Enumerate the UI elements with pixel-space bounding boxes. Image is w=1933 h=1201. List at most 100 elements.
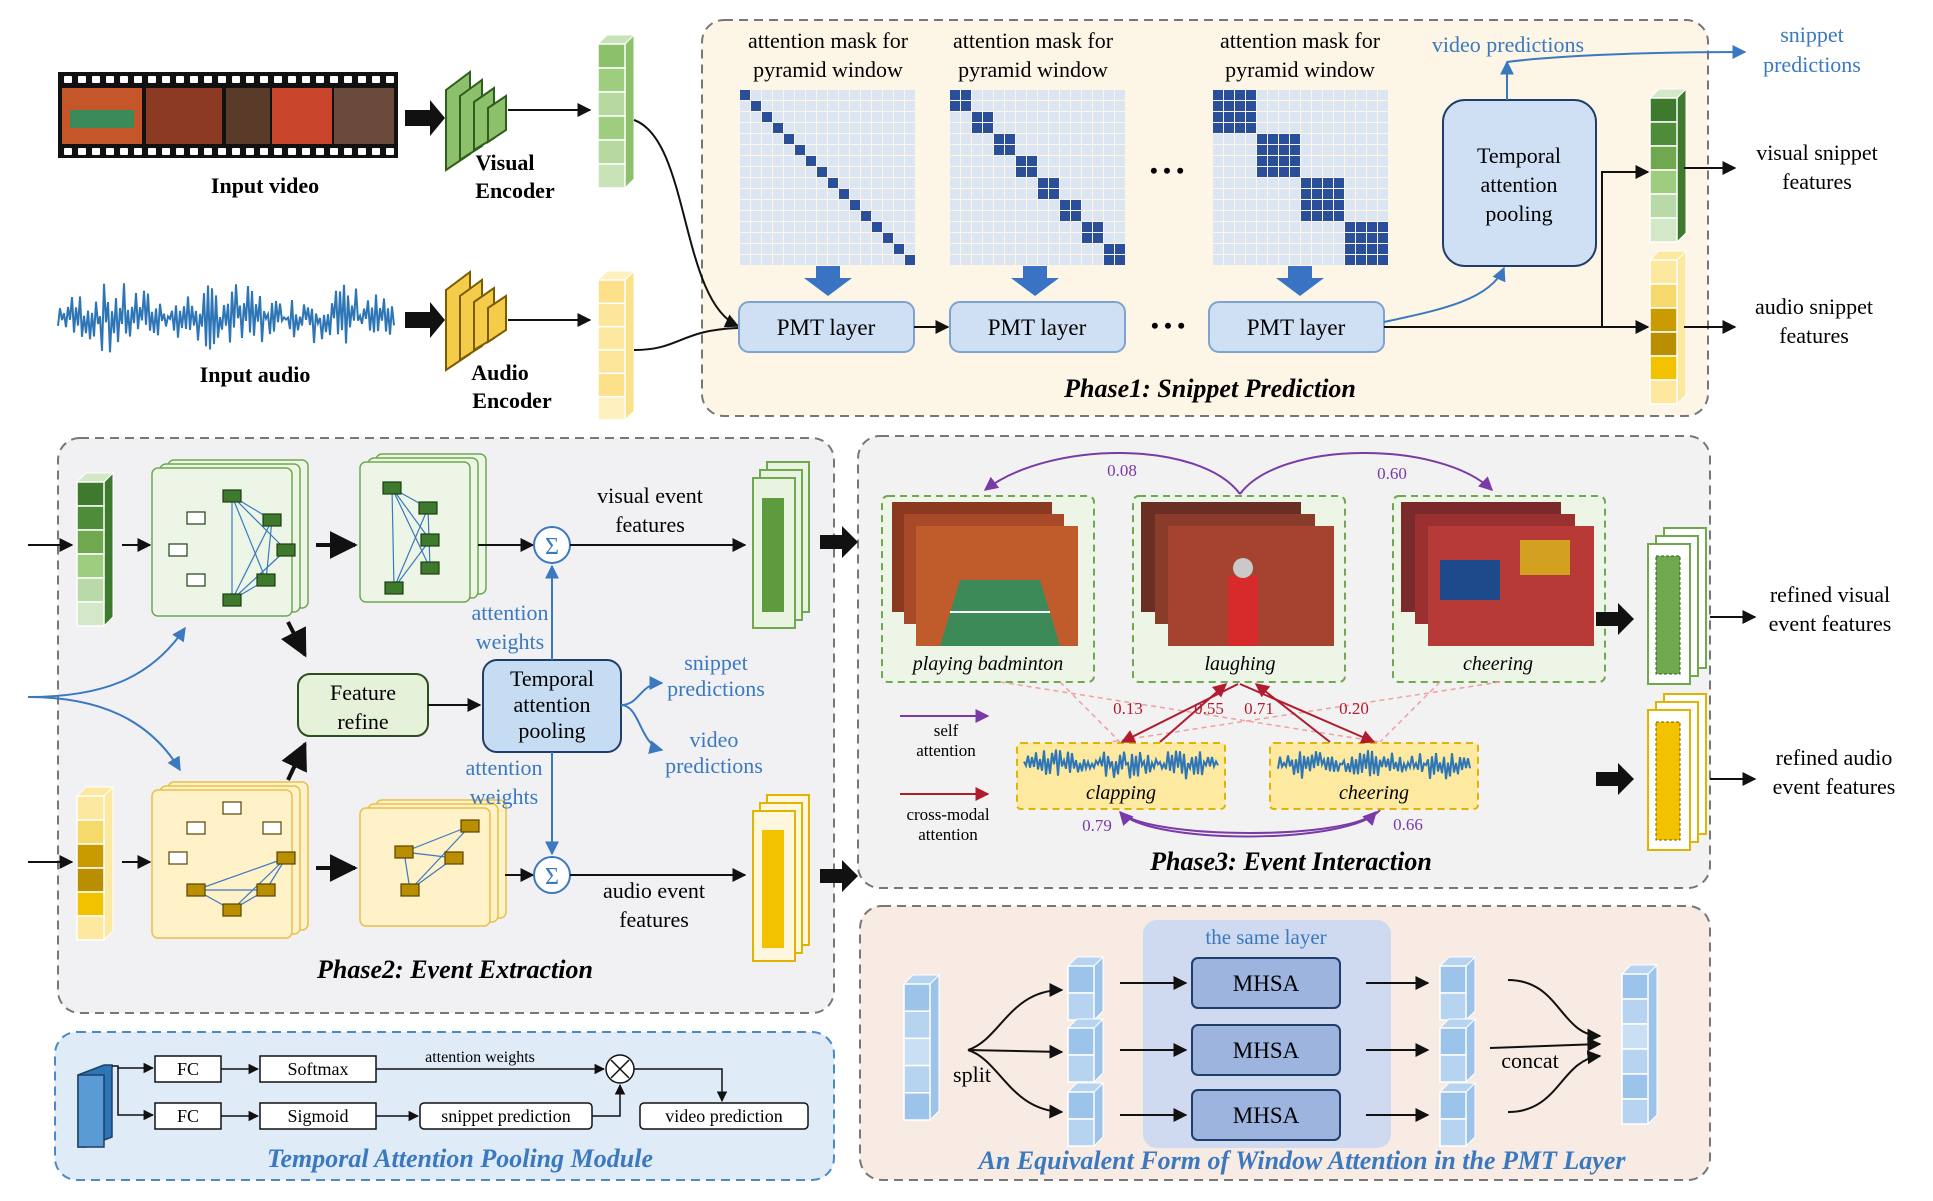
film-sprocket xyxy=(386,76,394,83)
film-sprocket xyxy=(288,148,296,155)
p2-snippet-pred-2: predictions xyxy=(667,676,765,701)
tap-video-label: video prediction xyxy=(665,1106,782,1126)
visual-event-feature-stack xyxy=(752,461,810,629)
vgraph-to-refine xyxy=(281,621,307,658)
p2-snippet-pred-1: snippet xyxy=(684,650,748,675)
graph-node xyxy=(222,801,242,815)
mhsa-label-2: MHSA xyxy=(1233,1038,1300,1063)
p2-attn-weights-top-2: weights xyxy=(476,629,544,654)
audio-feat-to-pmt xyxy=(633,327,739,351)
audio-encoder-label-2: Encoder xyxy=(472,388,552,413)
visual-event-label-cheering: cheering xyxy=(1463,653,1533,675)
audio-event-subgraph xyxy=(359,799,507,927)
tap-to-snippet-pred2 xyxy=(620,676,664,706)
audio-snippet-column xyxy=(1648,249,1688,406)
film-sprocket xyxy=(372,148,380,155)
audio-snippet-features-1: audio snippet xyxy=(1755,294,1873,319)
film-sprocket xyxy=(274,76,282,83)
window-attention-title: An Equivalent Form of Window Attention i… xyxy=(977,1146,1627,1175)
film-sprocket xyxy=(232,148,240,155)
wa-split-column-1 xyxy=(1066,955,1105,1022)
mhsa-label-3: MHSA xyxy=(1233,1103,1300,1128)
film-sprocket xyxy=(302,148,310,155)
film-sprocket xyxy=(344,76,352,83)
pmt-to-tap-arrow xyxy=(1383,266,1506,323)
mhsa-block-2 xyxy=(1191,1024,1341,1076)
graph-node xyxy=(262,821,282,835)
film-sprocket xyxy=(330,148,338,155)
visual-encoder-icon xyxy=(445,70,507,172)
visual-snippet-column xyxy=(1648,87,1688,244)
visual-event-label-laughing: laughing xyxy=(1204,653,1275,675)
refined-visual-2: event features xyxy=(1769,611,1892,636)
graph-node xyxy=(256,573,276,587)
mask-to-pmt-arrows xyxy=(804,266,1324,296)
phase1-snippet-pred-1: snippet xyxy=(1780,22,1844,47)
graph-edge xyxy=(195,857,287,891)
mhsa-label-1: MHSA xyxy=(1233,971,1300,996)
visual-event-graph xyxy=(151,459,309,617)
graph-node xyxy=(420,533,440,547)
feature-columns xyxy=(75,33,1688,942)
phase2-tap-label-3: pooling xyxy=(518,718,585,743)
graph-node xyxy=(420,561,440,575)
film-sprocket xyxy=(134,148,142,155)
graph-edge xyxy=(391,487,431,541)
mhsa-block-1 xyxy=(1191,957,1341,1009)
tap-video-box xyxy=(639,1102,809,1130)
film-sprocket xyxy=(120,76,128,83)
film-sprocket xyxy=(232,76,240,83)
film-sprocket xyxy=(176,76,184,83)
tap-snippet-mult xyxy=(592,1083,626,1117)
audio-event-graph xyxy=(151,781,309,939)
film-sprocket xyxy=(204,76,212,83)
visual-event-group-badminton xyxy=(881,495,1095,683)
tap-mult-x2 xyxy=(610,1059,630,1079)
wa-input-column xyxy=(902,973,941,1122)
cross-weight-3: 0.71 xyxy=(1244,699,1274,718)
event-graphs xyxy=(151,453,507,939)
graph-node xyxy=(418,501,438,515)
concat-arrow-1 xyxy=(1507,979,1602,1043)
p2-attn-weights-top-1: attention xyxy=(472,600,549,625)
graph-edge xyxy=(265,519,273,581)
graph-edge xyxy=(409,825,471,891)
p2-video-pred-2: predictions xyxy=(665,753,763,778)
p2-attn-weights-bot-2: weights xyxy=(470,784,538,809)
tap-attention-weights: attention weights xyxy=(425,1049,535,1066)
film-sprocket xyxy=(106,148,114,155)
tap-to-snippet-pred xyxy=(1506,45,1747,63)
phase1-tap-label-2: attention xyxy=(1481,172,1558,197)
attention-masks xyxy=(740,90,1388,265)
graph-node xyxy=(222,903,242,917)
film-sprocket xyxy=(78,148,86,155)
tap-sigmoid-box xyxy=(259,1102,377,1130)
film-sprocket xyxy=(246,76,254,83)
pmt-layer-2-label: PMT layer xyxy=(988,315,1087,340)
phase1-tap-label-1: Temporal xyxy=(1477,143,1561,168)
graph-node xyxy=(186,821,206,835)
film-sprocket xyxy=(92,76,100,83)
p2-to-p3-arrow-bot xyxy=(820,860,858,892)
wa-out-column-3 xyxy=(1438,1081,1477,1148)
tap-branch-bot xyxy=(117,1068,155,1121)
attention-mask-3 xyxy=(1213,90,1388,265)
pmt-layer-2 xyxy=(949,301,1126,353)
film-sprocket xyxy=(106,76,114,83)
input-video-label: Input video xyxy=(211,173,319,198)
film-sprocket xyxy=(190,148,198,155)
p2-video-pred-1: video xyxy=(690,727,739,752)
graph-node xyxy=(382,481,402,495)
visual-snippet-features-2: features xyxy=(1782,169,1852,194)
feature-refine-label-2: refine xyxy=(337,709,388,734)
self-weight-bottom-2: 0.66 xyxy=(1393,815,1423,834)
tap-module-title: Temporal Attention Pooling Module xyxy=(267,1144,653,1173)
attention-mask-1 xyxy=(740,90,915,265)
audio-snippet-features-2: features xyxy=(1779,323,1849,348)
graph-node xyxy=(222,593,242,607)
cross-arrow-4 xyxy=(1254,683,1331,743)
phase1-tap-label-3: pooling xyxy=(1485,201,1552,226)
visual-event-group-laughing xyxy=(1132,495,1346,683)
film-sprocket xyxy=(148,76,156,83)
